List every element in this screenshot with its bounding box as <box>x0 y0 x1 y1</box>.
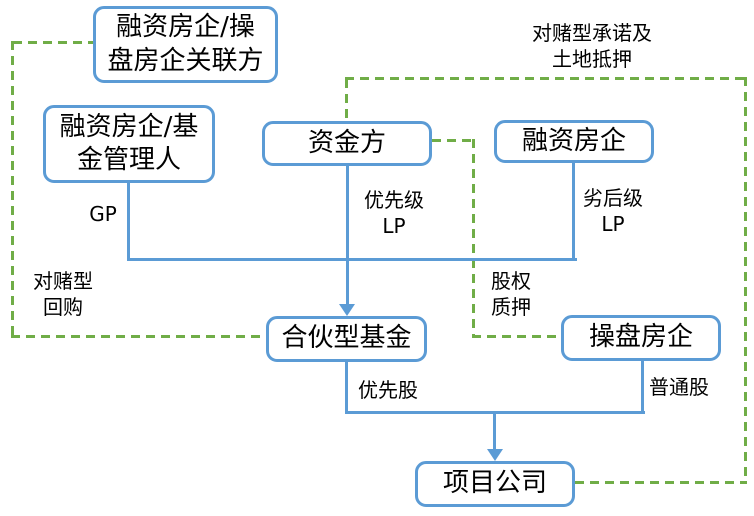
node-partnership-fund: 合伙型基金 <box>266 316 427 362</box>
node-capital-provider: 资金方 <box>262 121 432 166</box>
connector-lp-merge-horizontal <box>127 258 577 261</box>
node-financing-developer: 融资房企 <box>494 120 654 163</box>
label-gp: GP <box>89 202 117 226</box>
node-related-party-label: 融资房企/操 盘房企关联方 <box>107 12 264 76</box>
connector-to-project-stem <box>493 411 496 451</box>
node-fund-manager: 融资房企/基 金管理人 <box>43 105 215 183</box>
node-operating-developer: 操盘房企 <box>561 315 721 361</box>
label-common-shares: 普通股 <box>649 375 709 399</box>
arrowhead-into-project-company <box>487 449 503 461</box>
label-vam-guarantee: 对赌型承诺及 土地抵押 <box>532 21 652 72</box>
node-operating-developer-label: 操盘房企 <box>588 322 693 353</box>
label-equity-pledge: 股权 质押 <box>491 269 531 320</box>
dashed-connector-to-project-company <box>575 481 747 484</box>
dashed-connector-pledge-vertical <box>472 139 475 337</box>
node-project-company-label: 项目公司 <box>442 468 547 499</box>
label-vam-repurchase: 对赌型 回购 <box>33 269 93 320</box>
dashed-connector-right-vertical <box>744 77 747 483</box>
dashed-connector-top-horizontal <box>345 77 747 80</box>
dashed-connector-related-party-left <box>13 41 93 44</box>
dashed-connector-capital-provider-top <box>345 79 348 123</box>
dashed-connector-left-vertical <box>11 41 14 337</box>
label-junior-lp: 劣后级 LP <box>583 186 643 237</box>
connector-gp-stem <box>127 183 130 261</box>
arrowhead-into-partnership-fund <box>339 304 355 316</box>
dashed-connector-to-operating-developer <box>472 335 562 338</box>
connector-junior-lp-stem <box>572 163 575 261</box>
label-senior-lp: 优先级 LP <box>364 188 424 239</box>
dashed-connector-capital-provider-right <box>432 139 474 142</box>
dashed-connector-to-partnership-fund <box>11 335 266 338</box>
node-related-party: 融资房企/操 盘房企关联方 <box>93 6 278 83</box>
node-capital-provider-label: 资金方 <box>307 127 386 158</box>
connector-capital-to-fund <box>346 166 349 306</box>
label-preferred-shares: 优先股 <box>358 378 418 402</box>
connector-operating-bottom-stem <box>641 361 644 414</box>
node-fund-manager-label: 融资房企/基 金管理人 <box>59 111 199 175</box>
node-financing-developer-label: 融资房企 <box>521 125 626 156</box>
node-partnership-fund-label: 合伙型基金 <box>281 323 412 354</box>
node-project-company: 项目公司 <box>415 461 575 507</box>
connector-fund-bottom-stem <box>345 362 348 414</box>
